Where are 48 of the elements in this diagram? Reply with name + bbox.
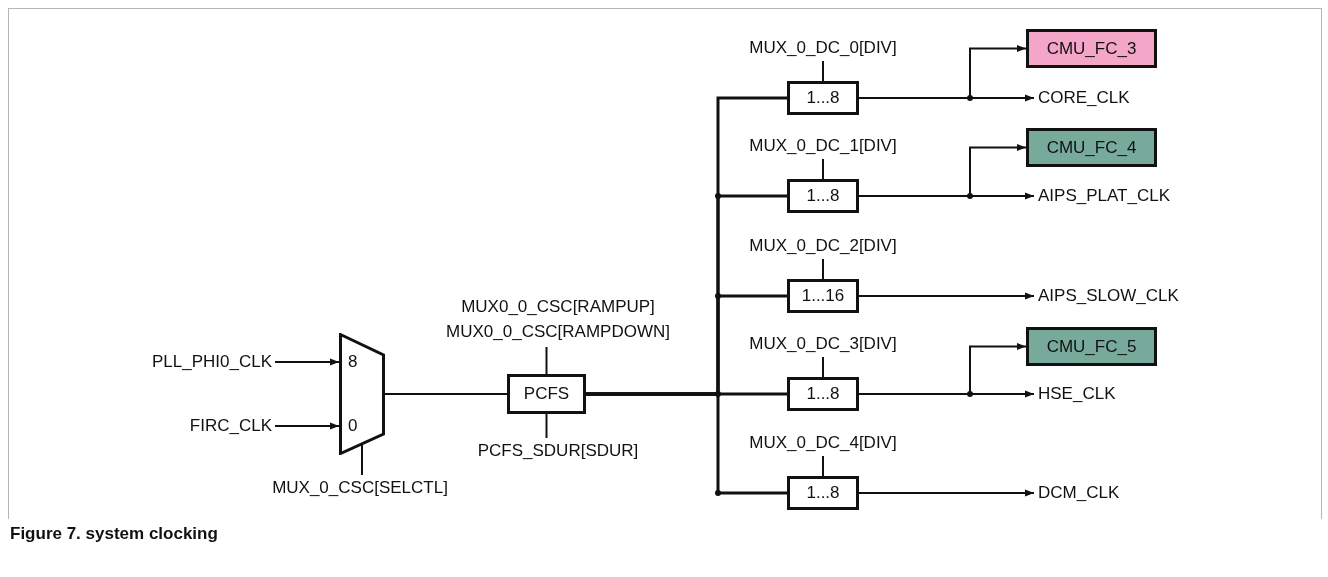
- connector: [274, 358, 340, 366]
- signal-label: MUX_0_DC_0[DIV]: [749, 38, 897, 58]
- connector: [822, 158, 824, 180]
- connector: [858, 292, 1035, 300]
- input-number: 8: [348, 352, 358, 372]
- connector: [822, 356, 824, 378]
- connector: [384, 393, 508, 395]
- signal-label: MUX0_0_CSC[RAMPDOWN]: [446, 321, 670, 343]
- connector: [858, 192, 1035, 200]
- connector: [545, 413, 548, 439]
- signal-label: MUX_0_DC_4[DIV]: [749, 433, 897, 453]
- signal-label: FIRC_CLK: [189, 416, 272, 436]
- signal-label: AIPS_SLOW_CLK: [1038, 286, 1179, 306]
- signal-label: MUX_0_DC_3[DIV]: [749, 334, 897, 354]
- signal-label: MUX0_0_CSC[RAMPUP]: [461, 296, 655, 318]
- monitor-box: [1026, 128, 1157, 167]
- connector: [586, 392, 787, 495]
- box-label: CMU_FC_3: [1046, 38, 1137, 59]
- signal-label: PLL_PHI0_CLK: [151, 352, 272, 372]
- signal-label: PCFS_SDUR[SDUR]: [477, 441, 639, 461]
- signal-label: MUX_0_DC_1[DIV]: [749, 136, 897, 156]
- box-label: 1...8: [806, 483, 840, 503]
- connector: [858, 390, 1035, 398]
- connector: [822, 258, 824, 280]
- connector: [274, 422, 340, 430]
- box-label: CMU_FC_5: [1046, 336, 1137, 357]
- input-number: 0: [348, 416, 358, 436]
- signal-label: DCM_CLK: [1038, 483, 1120, 503]
- box-label: 1...16: [801, 286, 845, 306]
- signal-label: CORE_CLK: [1038, 88, 1130, 108]
- monitor-box: [1026, 327, 1157, 366]
- figure-caption: Figure 7. system clocking: [10, 524, 218, 544]
- signal-label: AIPS_PLAT_CLK: [1038, 186, 1170, 206]
- connector: [858, 489, 1035, 497]
- box-label: 1...8: [806, 384, 840, 404]
- box-label: 1...8: [806, 88, 840, 108]
- box-label: PCFS: [523, 384, 570, 404]
- connector: [858, 94, 1035, 102]
- signal-label: HSE_CLK: [1038, 384, 1116, 404]
- monitor-box: [1026, 29, 1157, 68]
- pcfs-box: [507, 374, 586, 414]
- box-label: 1...8: [806, 186, 840, 206]
- box-label: CMU_FC_4: [1046, 137, 1137, 158]
- signal-label: MUX_0_CSC[SELCTL]: [272, 478, 448, 498]
- connector: [822, 60, 824, 82]
- connector: [545, 346, 548, 375]
- signal-label: MUX_0_DC_2[DIV]: [749, 236, 897, 256]
- connector: [822, 455, 824, 477]
